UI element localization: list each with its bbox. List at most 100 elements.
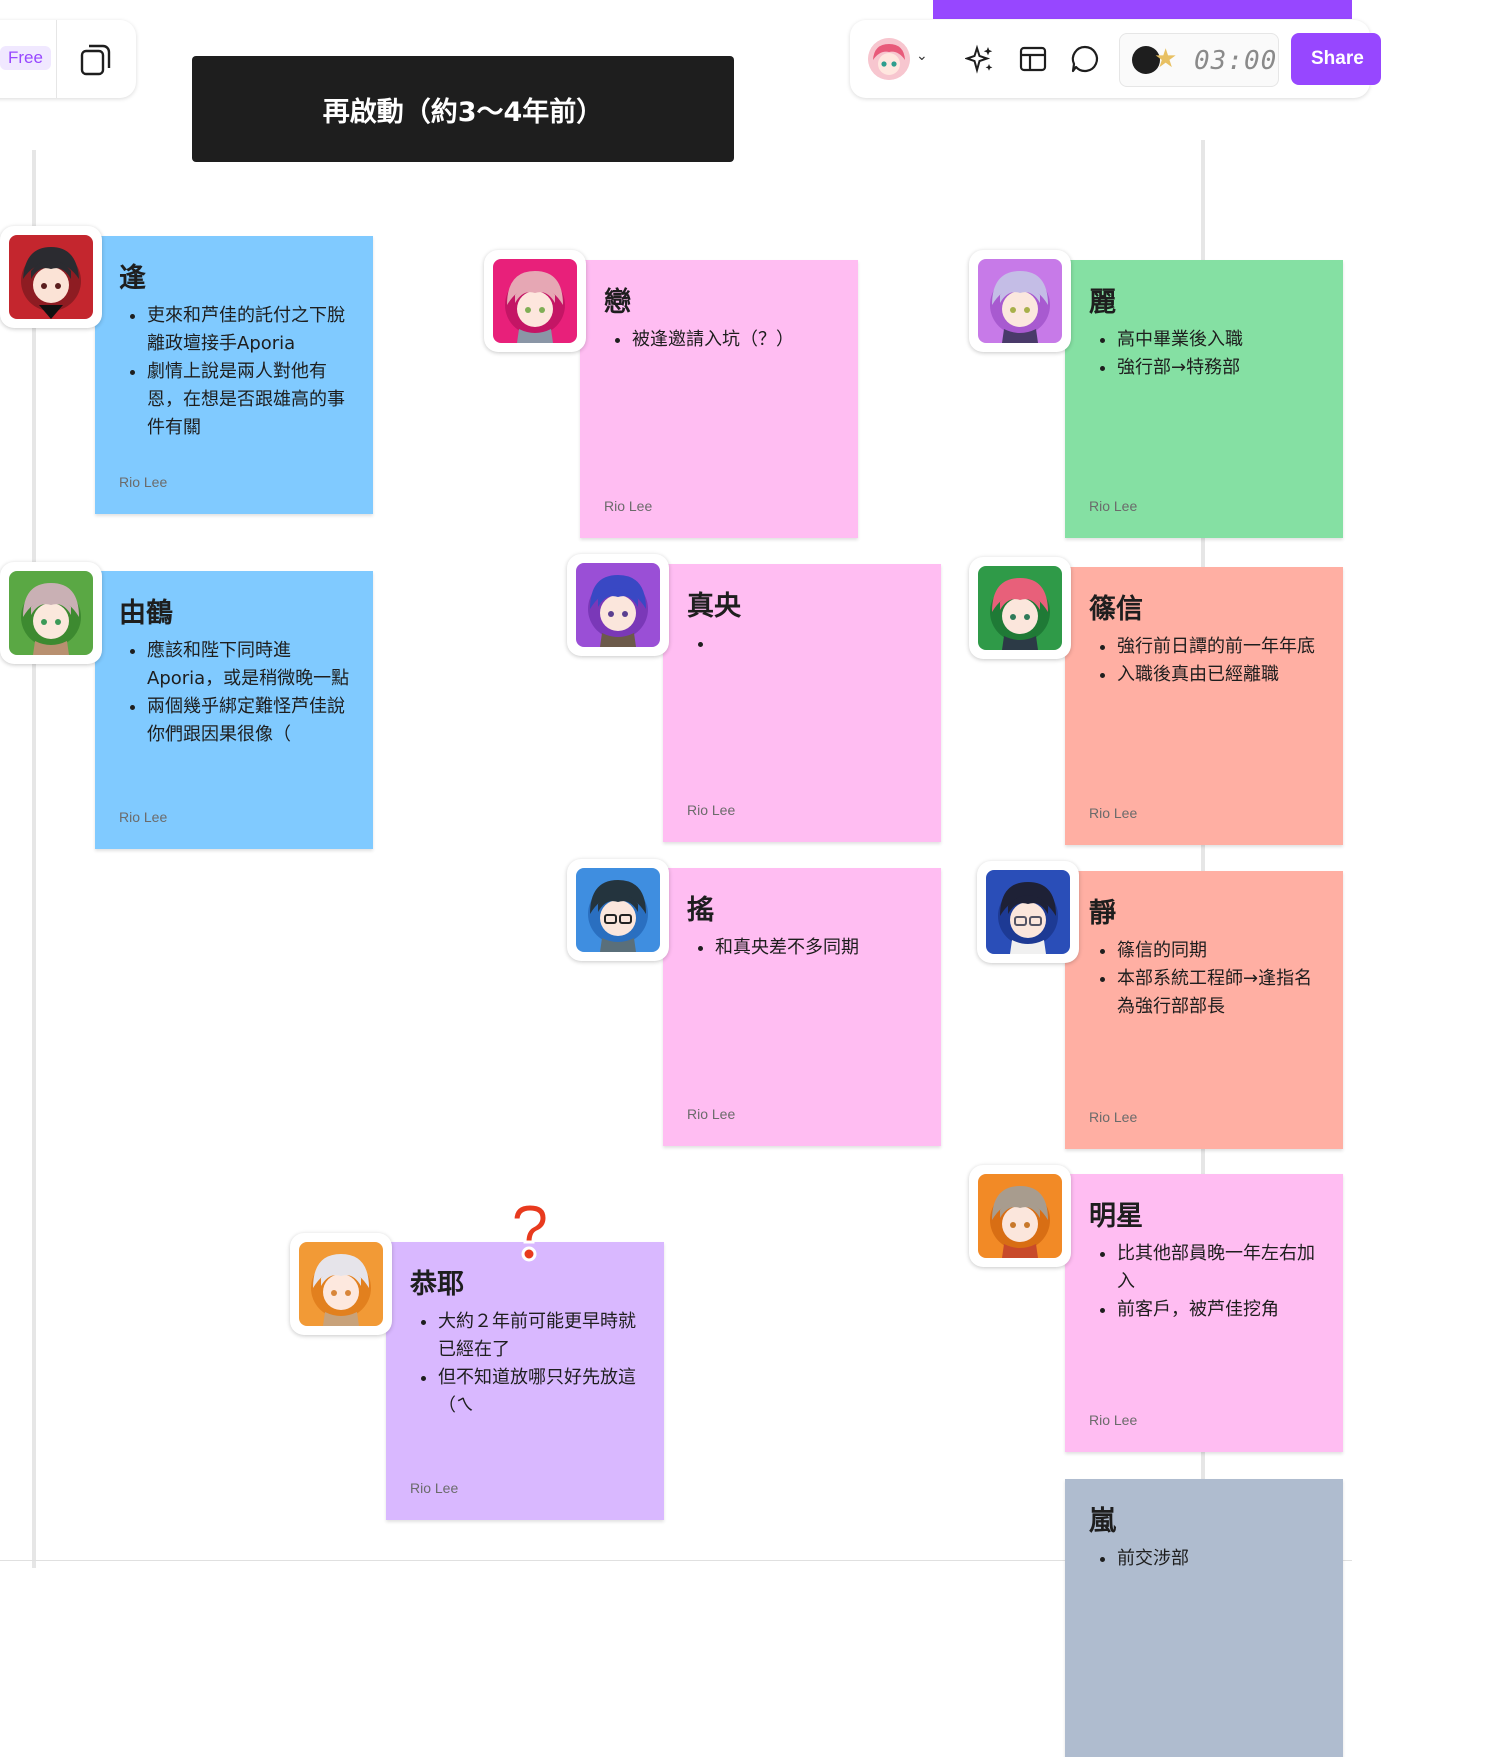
note-title: 明星 — [1089, 1201, 1143, 1232]
character-avatar-icon — [978, 1174, 1062, 1258]
note-author: Rio Lee — [119, 809, 168, 825]
note-author: Rio Lee — [687, 802, 736, 818]
note-item: 比其他部員晚一年左右加入 — [1117, 1240, 1325, 1296]
avatar-sticker-mao[interactable] — [567, 554, 669, 656]
sticky-note-yao[interactable]: 搖 和真央差不多同期 Rio Lee — [663, 868, 941, 1146]
avatar-sticker-yuhe[interactable] — [0, 562, 102, 664]
sticky-note-feng[interactable]: 逢 吏來和芦佳的託付之下脫離政壇接手Aporia 劇情上說是兩人對他有恩，在想是… — [95, 236, 373, 514]
character-avatar-icon — [978, 259, 1062, 343]
sticky-note-lian[interactable]: 戀 被逢邀請入坑（？） Rio Lee — [580, 260, 858, 538]
note-author: Rio Lee — [119, 474, 168, 490]
sticky-note-jing[interactable]: 靜 篠信的同期 本部系統工程師→逢指名為強行部部長 Rio Lee — [1065, 871, 1343, 1149]
note-item: 劇情上說是兩人對他有恩，在想是否跟雄高的事件有關 — [147, 358, 355, 442]
note-item: 但不知道放哪只好先放這（ㄟ — [438, 1364, 646, 1420]
character-avatar-icon — [986, 870, 1070, 954]
note-item: 應該和陛下同時進Aporia，或是稍微晚一點 — [147, 637, 355, 693]
avatar-sticker-mingxing[interactable] — [969, 1165, 1071, 1267]
toolbar-divider — [56, 20, 57, 98]
sticky-note-mingxing[interactable]: 明星 比其他部員晚一年左右加入 前客戶，被芦佳挖角 Rio Lee — [1065, 1174, 1343, 1452]
note-item: 本部系統工程師→逢指名為強行部部長 — [1117, 965, 1325, 1021]
ai-sparkle-icon[interactable] — [965, 44, 995, 74]
layout-icon[interactable] — [1018, 44, 1048, 74]
note-author: Rio Lee — [1089, 805, 1138, 821]
note-list — [687, 630, 923, 658]
sticky-note-li[interactable]: 麗 高中畢業後入職 強行部→特務部 Rio Lee — [1065, 260, 1343, 538]
chevron-down-icon[interactable]: ⌄ — [916, 48, 928, 64]
character-avatar-icon — [978, 566, 1062, 650]
timeline-line-left — [32, 150, 36, 1568]
note-title: 嵐 — [1089, 1506, 1116, 1537]
note-item: 吏來和芦佳的託付之下脫離政壇接手Aporia — [147, 302, 355, 358]
note-list: 應該和陛下同時進Aporia，或是稍微晚一點 兩個幾乎綁定難怪芦佳說你們跟因果很… — [119, 637, 355, 749]
sticky-note-lan[interactable]: 嵐 前交涉部 — [1065, 1479, 1343, 1757]
note-title: 由鶴 — [119, 598, 173, 629]
timeline-line-right — [1201, 140, 1205, 1568]
avatar-sticker-feng[interactable] — [0, 226, 102, 328]
sticky-note-yuhe[interactable]: 由鶴 應該和陛下同時進Aporia，或是稍微晚一點 兩個幾乎綁定難怪芦佳說你們跟… — [95, 571, 373, 849]
note-list: 被逢邀請入坑（？） — [604, 326, 840, 354]
note-title: 麗 — [1089, 287, 1116, 318]
sticky-note-xiaoxin[interactable]: 篠信 強行前日譚的前一年年底 入職後真由已經離職 Rio Lee — [1065, 567, 1343, 845]
timer-widget[interactable]: ★ 03:00 — [1119, 33, 1279, 87]
timer-display: 03:00 — [1194, 46, 1278, 76]
avatar-sticker-lian[interactable] — [484, 250, 586, 352]
note-item: 兩個幾乎綁定難怪芦佳說你們跟因果很像（ — [147, 693, 355, 749]
note-list: 比其他部員晚一年左右加入 前客戶，被芦佳挖角 — [1089, 1240, 1325, 1324]
avatar-sticker-yao[interactable] — [567, 859, 669, 961]
note-list: 吏來和芦佳的託付之下脫離政壇接手Aporia 劇情上說是兩人對他有恩，在想是否跟… — [119, 302, 355, 442]
note-item: 入職後真由已經離職 — [1117, 661, 1325, 689]
note-author: Rio Lee — [1089, 1109, 1138, 1125]
note-list: 前交涉部 — [1089, 1545, 1325, 1573]
pages-icon[interactable] — [80, 42, 112, 76]
note-item — [715, 630, 923, 658]
note-author: Rio Lee — [687, 1106, 736, 1122]
note-list: 強行前日譚的前一年年底 入職後真由已經離職 — [1089, 633, 1325, 689]
character-avatar-icon — [493, 259, 577, 343]
section-title[interactable]: 再啟動（約3〜4年前） — [192, 56, 734, 162]
sticky-note-gongye[interactable]: 恭耶 大約２年前可能更早時就已經在了 但不知道放哪只好先放這（ㄟ Rio Lee — [386, 1242, 664, 1520]
note-item: 被逢邀請入坑（？） — [632, 326, 840, 354]
character-avatar-icon — [576, 868, 660, 952]
note-list: 高中畢業後入職 強行部→特務部 — [1089, 326, 1325, 382]
character-avatar-icon — [9, 235, 93, 319]
music-disc-icon — [1132, 46, 1160, 74]
comment-icon[interactable] — [1070, 44, 1100, 74]
note-title: 篠信 — [1089, 594, 1143, 625]
sticky-note-mao[interactable]: 真央 Rio Lee — [663, 564, 941, 842]
note-item: 前交涉部 — [1117, 1545, 1325, 1573]
note-item: 前客戶，被芦佳挖角 — [1117, 1296, 1325, 1324]
avatar-sticker-li[interactable] — [969, 250, 1071, 352]
avatar-sticker-jing[interactable] — [977, 861, 1079, 963]
note-author: Rio Lee — [1089, 498, 1138, 514]
note-list: 和真央差不多同期 — [687, 934, 923, 962]
note-author: Rio Lee — [1089, 1412, 1138, 1428]
star-icon: ★ — [1154, 44, 1178, 74]
note-item: 篠信的同期 — [1117, 937, 1325, 965]
character-avatar-icon — [299, 1242, 383, 1326]
note-item: 強行前日譚的前一年年底 — [1117, 633, 1325, 661]
note-title: 靜 — [1089, 898, 1116, 929]
share-button[interactable]: Share — [1291, 33, 1381, 85]
plan-badge[interactable]: Free — [0, 46, 51, 70]
canvas-bottom-line — [0, 1560, 1352, 1561]
note-item: 高中畢業後入職 — [1117, 326, 1325, 354]
character-avatar-icon — [576, 563, 660, 647]
note-title: 戀 — [604, 287, 631, 318]
top-right-toolbar: ⌄ ★ 03:00 Share — [850, 20, 1381, 98]
note-list: 大約２年前可能更早時就已經在了 但不知道放哪只好先放這（ㄟ — [410, 1308, 646, 1420]
note-title: 搖 — [687, 895, 714, 926]
user-avatar[interactable] — [868, 38, 910, 80]
top-left-toolbar: Free — [0, 20, 136, 98]
note-list: 篠信的同期 本部系統工程師→逢指名為強行部部長 — [1089, 937, 1325, 1021]
accent-bar — [933, 0, 1352, 19]
note-item: 強行部→特務部 — [1117, 354, 1325, 382]
note-item: 和真央差不多同期 — [715, 934, 923, 962]
note-author: Rio Lee — [410, 1480, 459, 1496]
character-avatar-icon — [9, 571, 93, 655]
avatar-sticker-xiaoxin[interactable] — [969, 557, 1071, 659]
note-item: 大約２年前可能更早時就已經在了 — [438, 1308, 646, 1364]
note-author: Rio Lee — [604, 498, 653, 514]
note-title: 真央 — [687, 591, 741, 622]
avatar-sticker-gongye[interactable] — [290, 1233, 392, 1335]
note-title: 恭耶 — [410, 1269, 464, 1300]
